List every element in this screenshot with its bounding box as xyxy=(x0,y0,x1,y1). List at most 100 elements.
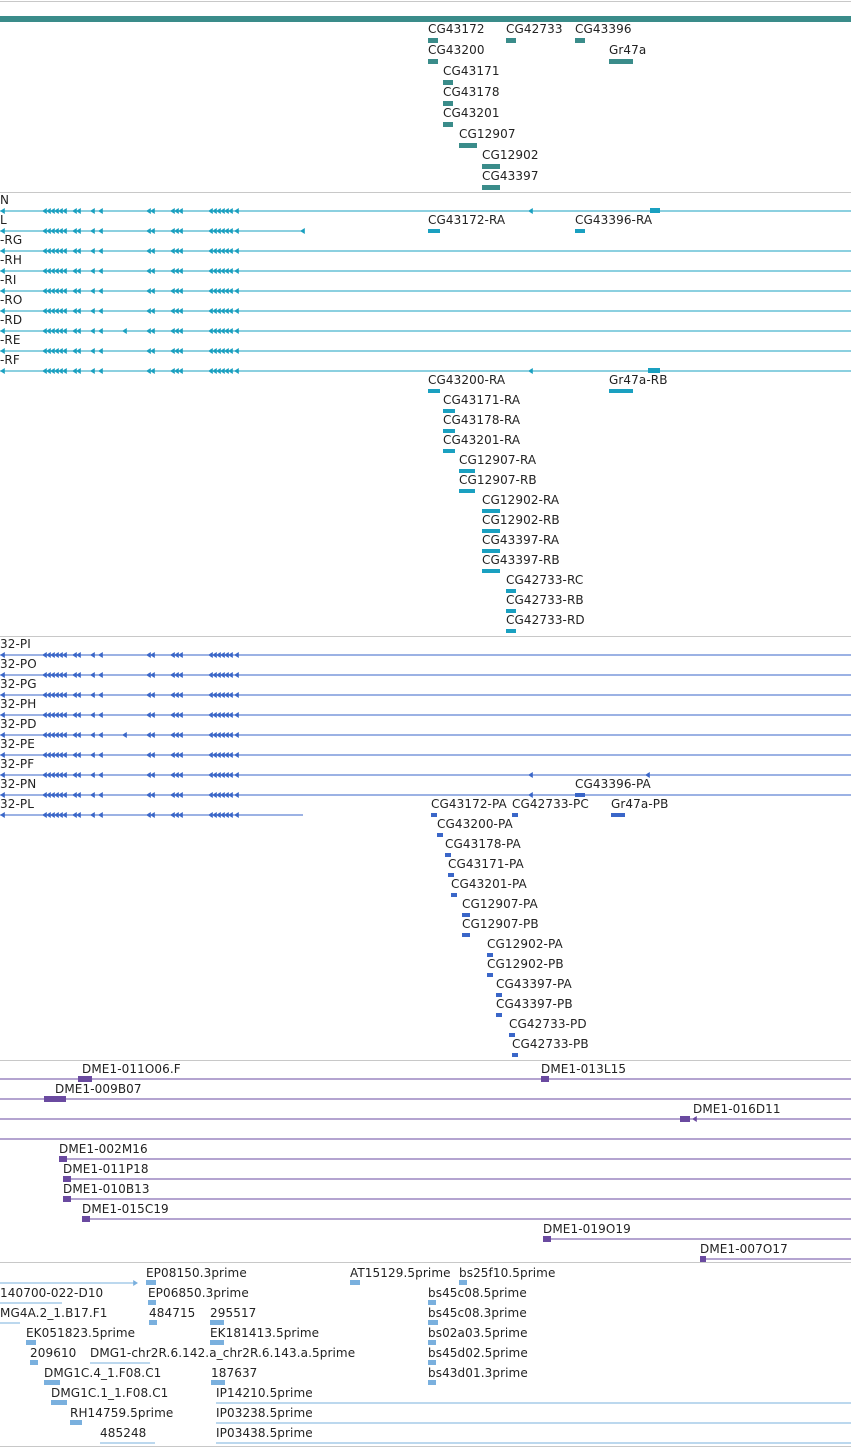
strand-arrow-left[interactable] xyxy=(122,328,127,334)
strand-arrow-left[interactable] xyxy=(76,368,81,374)
strand-arrow-left[interactable] xyxy=(76,752,81,758)
est-glyph[interactable] xyxy=(428,1340,436,1345)
strand-arrow-left[interactable] xyxy=(90,288,95,294)
strand-arrow-left[interactable] xyxy=(90,328,95,334)
strand-arrow-left[interactable] xyxy=(46,308,51,314)
est-glyph[interactable] xyxy=(210,1340,224,1345)
strand-arrow-left[interactable] xyxy=(146,268,151,274)
protein-label[interactable]: 32-PH xyxy=(0,697,37,711)
strand-arrow-left[interactable] xyxy=(609,389,613,393)
protein-label[interactable]: 32-PD xyxy=(0,717,37,731)
gene-label[interactable]: CG43200 xyxy=(428,43,485,57)
strand-arrow-left[interactable] xyxy=(42,812,47,818)
strand-arrow-left[interactable] xyxy=(228,208,233,214)
strand-arrow-left[interactable] xyxy=(220,812,225,818)
est-label[interactable]: 140700-022-D10 xyxy=(0,1286,104,1300)
strand-arrow-left[interactable] xyxy=(228,672,233,678)
strand-arrow-left[interactable] xyxy=(224,208,229,214)
gene-span-bar[interactable] xyxy=(0,16,851,22)
strand-arrow-left[interactable] xyxy=(98,812,103,818)
strand-arrow-left[interactable] xyxy=(174,732,179,738)
clone-label[interactable]: DME1-015C19 xyxy=(82,1202,169,1216)
strand-arrow-left[interactable] xyxy=(234,812,239,818)
strand-arrow-left[interactable] xyxy=(42,308,47,314)
strand-arrow-left[interactable] xyxy=(170,772,175,778)
strand-arrow-left[interactable] xyxy=(76,792,81,798)
clone-label[interactable]: DME1-010B13 xyxy=(63,1182,150,1196)
strand-arrow-left[interactable] xyxy=(234,732,239,738)
strand-arrow-left[interactable] xyxy=(228,752,233,758)
strand-arrow-left[interactable] xyxy=(90,248,95,254)
est-label[interactable]: IP14210.5prime xyxy=(216,1386,313,1400)
protein-label[interactable]: CG43200-PA xyxy=(437,817,513,831)
est-label[interactable]: EK181413.5prime xyxy=(210,1326,320,1340)
strand-arrow-left[interactable] xyxy=(220,368,225,374)
strand-arrow-left[interactable] xyxy=(0,268,5,274)
est-glyph[interactable] xyxy=(149,1320,157,1325)
strand-arrow-left[interactable] xyxy=(150,712,155,718)
protein-glyph[interactable] xyxy=(448,873,454,877)
est-glyph[interactable] xyxy=(51,1400,67,1405)
est-label[interactable]: bs25f10.5prime xyxy=(459,1266,556,1280)
protein-label[interactable]: CG43172-PA xyxy=(431,797,507,811)
transcript-glyph[interactable] xyxy=(443,409,455,413)
strand-arrow-left[interactable] xyxy=(72,772,77,778)
transcript-glyph[interactable] xyxy=(575,229,585,233)
strand-arrow-left[interactable] xyxy=(42,248,47,254)
strand-arrow-left[interactable] xyxy=(224,692,229,698)
transcript-glyph[interactable] xyxy=(459,489,475,493)
strand-arrow-left[interactable] xyxy=(72,228,77,234)
strand-arrow-left[interactable] xyxy=(528,772,533,778)
strand-arrow-left[interactable] xyxy=(174,792,179,798)
strand-arrow-left[interactable] xyxy=(42,732,47,738)
strand-arrow-left[interactable] xyxy=(208,348,213,354)
strand-arrow-left[interactable] xyxy=(90,348,95,354)
strand-arrow-left[interactable] xyxy=(443,429,447,433)
strand-arrow-left[interactable] xyxy=(228,712,233,718)
strand-arrow-left[interactable] xyxy=(220,288,225,294)
strand-arrow-left[interactable] xyxy=(150,328,155,334)
strand-arrow-left[interactable] xyxy=(90,712,95,718)
strand-arrow-left[interactable] xyxy=(220,732,225,738)
strand-arrow-left[interactable] xyxy=(62,328,67,334)
strand-arrow-left[interactable] xyxy=(90,308,95,314)
strand-arrow-left[interactable] xyxy=(220,328,225,334)
strand-arrow-left[interactable] xyxy=(150,368,155,374)
clone-end[interactable] xyxy=(541,1076,549,1082)
strand-arrow-left[interactable] xyxy=(62,228,67,234)
strand-arrow-left[interactable] xyxy=(146,692,151,698)
transcript-glyph[interactable] xyxy=(482,509,500,513)
strand-arrow-left[interactable] xyxy=(220,348,225,354)
strand-arrow-left[interactable] xyxy=(46,368,51,374)
gene-label[interactable]: CG12907 xyxy=(459,127,516,141)
strand-arrow-left[interactable] xyxy=(146,732,151,738)
strand-arrow-left[interactable] xyxy=(76,348,81,354)
gene-glyph[interactable] xyxy=(443,122,453,127)
strand-arrow-left[interactable] xyxy=(220,652,225,658)
strand-arrow-left[interactable] xyxy=(72,752,77,758)
strand-arrow-left[interactable] xyxy=(170,652,175,658)
strand-arrow-left[interactable] xyxy=(54,328,59,334)
strand-arrow-left[interactable] xyxy=(90,752,95,758)
strand-arrow-left[interactable] xyxy=(90,652,95,658)
strand-arrow-left[interactable] xyxy=(54,348,59,354)
transcript-glyph[interactable] xyxy=(459,469,475,473)
strand-arrow-left[interactable] xyxy=(76,208,81,214)
strand-arrow-left[interactable] xyxy=(98,672,103,678)
strand-arrow-left[interactable] xyxy=(216,228,221,234)
strand-arrow-left[interactable] xyxy=(174,652,179,658)
strand-arrow-left[interactable] xyxy=(58,208,63,214)
strand-arrow-left[interactable] xyxy=(212,792,217,798)
strand-arrow-left[interactable] xyxy=(174,692,179,698)
strand-arrow-left[interactable] xyxy=(228,368,233,374)
strand-arrow-left[interactable] xyxy=(150,772,155,778)
strand-arrow-left[interactable] xyxy=(150,732,155,738)
strand-arrow-left[interactable] xyxy=(208,368,213,374)
strand-arrow-left[interactable] xyxy=(150,652,155,658)
strand-arrow-left[interactable] xyxy=(150,248,155,254)
strand-arrow-left[interactable] xyxy=(178,348,183,354)
strand-arrow-left[interactable] xyxy=(234,248,239,254)
strand-arrow-left[interactable] xyxy=(216,752,221,758)
strand-arrow-left[interactable] xyxy=(212,208,217,214)
est-glyph[interactable] xyxy=(428,1320,438,1325)
